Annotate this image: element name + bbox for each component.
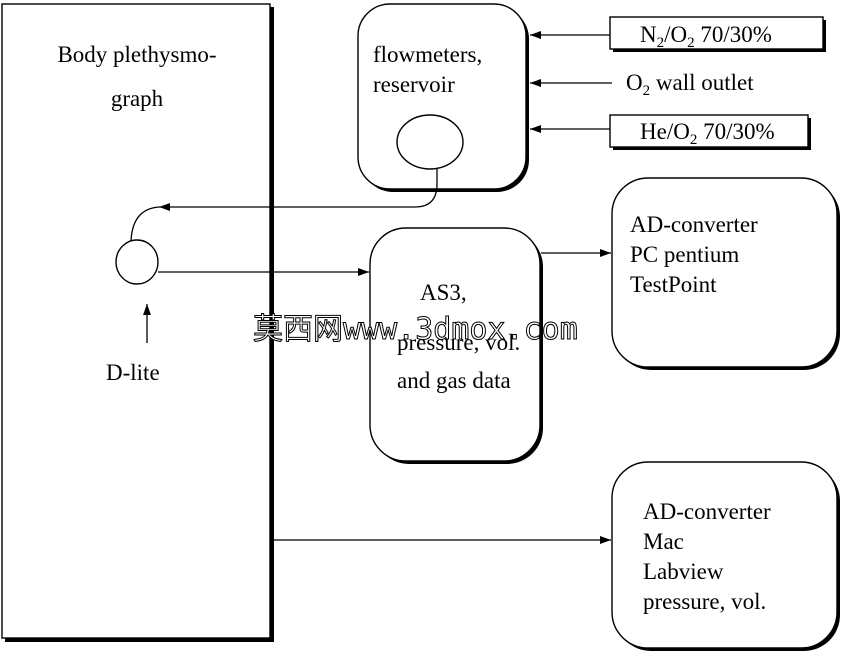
body-box-frame	[1, 3, 271, 639]
he-o2-label: He/O2 70/30%	[640, 119, 775, 148]
he-o2-box-frame	[609, 114, 809, 148]
flowmeters-label-line1: flowmeters,	[373, 42, 482, 67]
watermark: 莫西网www.3dmox.com	[253, 312, 578, 347]
body-box-label-line2: graph	[111, 86, 164, 111]
dlite-label: D-lite	[106, 360, 160, 385]
flowmeters-label-line2: reservoir	[373, 72, 455, 97]
n2-o2-box-frame	[609, 16, 824, 50]
mac-converter-box: AD-converter Mac Labview pressure, vol.	[611, 461, 840, 651]
feed-to-mouthpiece-curve	[130, 206, 160, 243]
mac-box-frame	[611, 461, 838, 649]
o2-wall-outlet-label: O2 wall outlet	[626, 70, 754, 99]
gas-source-n2-o2: N2/O2 70/30%	[609, 16, 826, 52]
pc-box-frame	[611, 177, 838, 368]
pc-box-line2: PC pentium	[630, 242, 739, 267]
mac-box-line3: Labview	[643, 559, 724, 584]
reservoir-bag	[396, 114, 464, 170]
body-box-label-line1: Body plethysmo-	[57, 42, 216, 67]
gas-source-he-o2: He/O2 70/30%	[609, 114, 811, 150]
mac-box-line1: AD-converter	[643, 499, 771, 524]
mouthpiece-circle	[115, 239, 159, 285]
n2-o2-label: N2/O2 70/30%	[640, 22, 772, 51]
gas-source-o2-wall-outlet: O2 wall outlet	[626, 70, 754, 99]
flowmeters-reservoir-box: flowmeters, reservoir	[357, 3, 529, 192]
as3-label-line3: and gas data	[397, 368, 511, 393]
pc-box-line3: TestPoint	[630, 272, 717, 297]
mac-box-line2: Mac	[643, 529, 684, 554]
as3-label-line1: AS3,	[420, 280, 467, 305]
pc-converter-box: AD-converter PC pentium TestPoint	[611, 177, 840, 370]
as3-label-line2: pressure, vol.	[397, 330, 520, 355]
mac-box-line4: pressure, vol.	[643, 589, 766, 614]
body-plethysmograph-box: Body plethysmo- graph	[1, 3, 274, 642]
pc-box-line1: AD-converter	[630, 212, 758, 237]
reservoir-feed-line	[159, 169, 438, 211]
as3-box-frame	[369, 227, 541, 462]
as3-monitor-box: AS3, pressure, vol. and gas data	[369, 227, 543, 464]
